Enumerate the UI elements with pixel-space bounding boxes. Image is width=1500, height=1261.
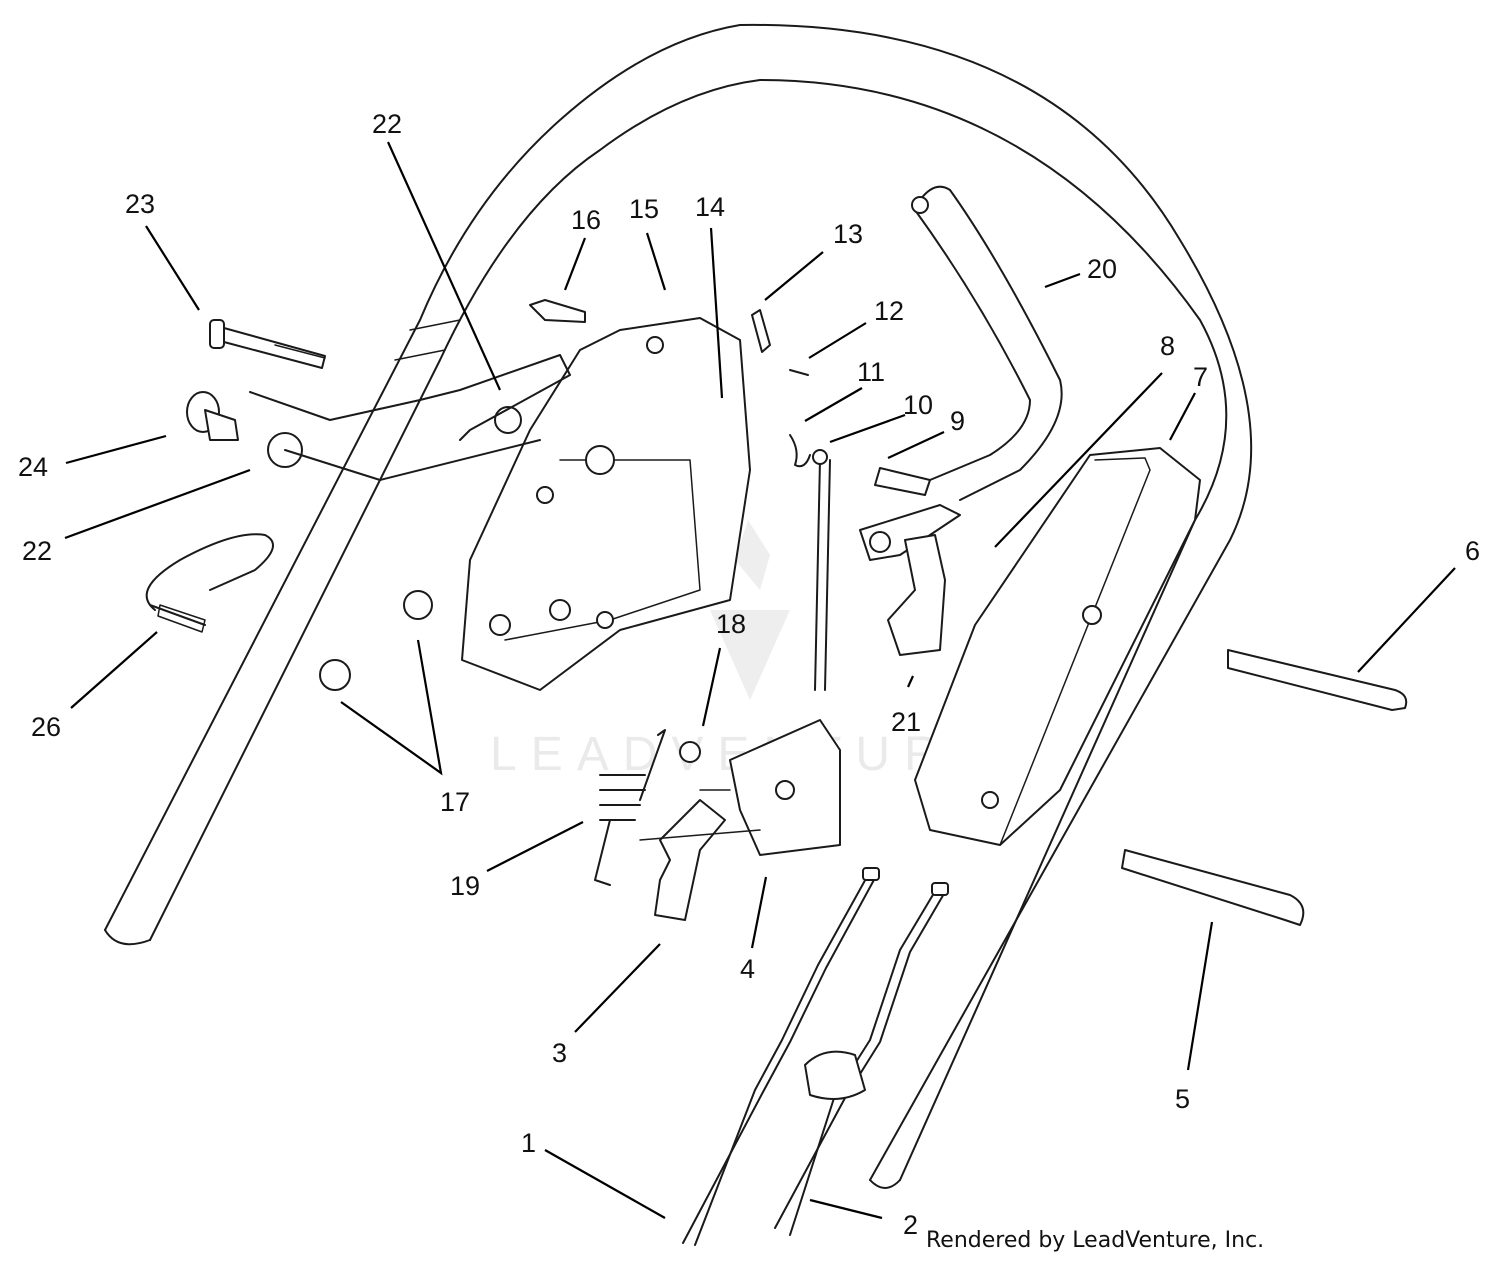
callout-22-top: 22 xyxy=(372,109,402,139)
callout-24: 24 xyxy=(18,452,48,482)
callout-18: 18 xyxy=(716,609,746,639)
callout-9: 9 xyxy=(950,406,965,436)
callout-19: 19 xyxy=(450,871,480,901)
callout-26: 26 xyxy=(31,712,61,742)
handle-frame xyxy=(104,23,1253,1189)
callout-14: 14 xyxy=(695,192,725,222)
render-credit: Rendered by LeadVenture, Inc. xyxy=(926,1228,1264,1253)
callout-7: 7 xyxy=(1193,362,1208,392)
callout-labels: 1 2 3 4 5 6 7 8 9 10 11 12 13 14 15 16 1… xyxy=(18,109,1480,1240)
callout-17: 17 xyxy=(440,787,470,817)
callout-15: 15 xyxy=(629,194,659,224)
callout-21: 21 xyxy=(891,707,921,737)
callout-16: 16 xyxy=(571,205,601,235)
callout-8: 8 xyxy=(1160,331,1175,361)
callout-23: 23 xyxy=(125,189,155,219)
callout-6: 6 xyxy=(1465,536,1480,566)
callout-20: 20 xyxy=(1087,254,1117,284)
callout-11: 11 xyxy=(857,357,885,387)
callout-5: 5 xyxy=(1175,1084,1190,1114)
callout-2: 2 xyxy=(903,1210,918,1240)
callout-4: 4 xyxy=(740,954,755,984)
callout-10: 10 xyxy=(903,390,933,420)
control-bracket xyxy=(461,317,751,691)
callout-3: 3 xyxy=(552,1038,567,1068)
callout-12: 12 xyxy=(874,296,904,326)
callout-22-bottom: 22 xyxy=(22,536,52,566)
small-parts xyxy=(145,299,1408,1246)
watermark-logo xyxy=(710,520,790,700)
leader-lines xyxy=(64,141,1456,1220)
callout-1: 1 xyxy=(521,1128,536,1158)
control-housing xyxy=(914,447,1201,846)
bail-lever xyxy=(911,185,1063,501)
callout-13: 13 xyxy=(833,219,863,249)
